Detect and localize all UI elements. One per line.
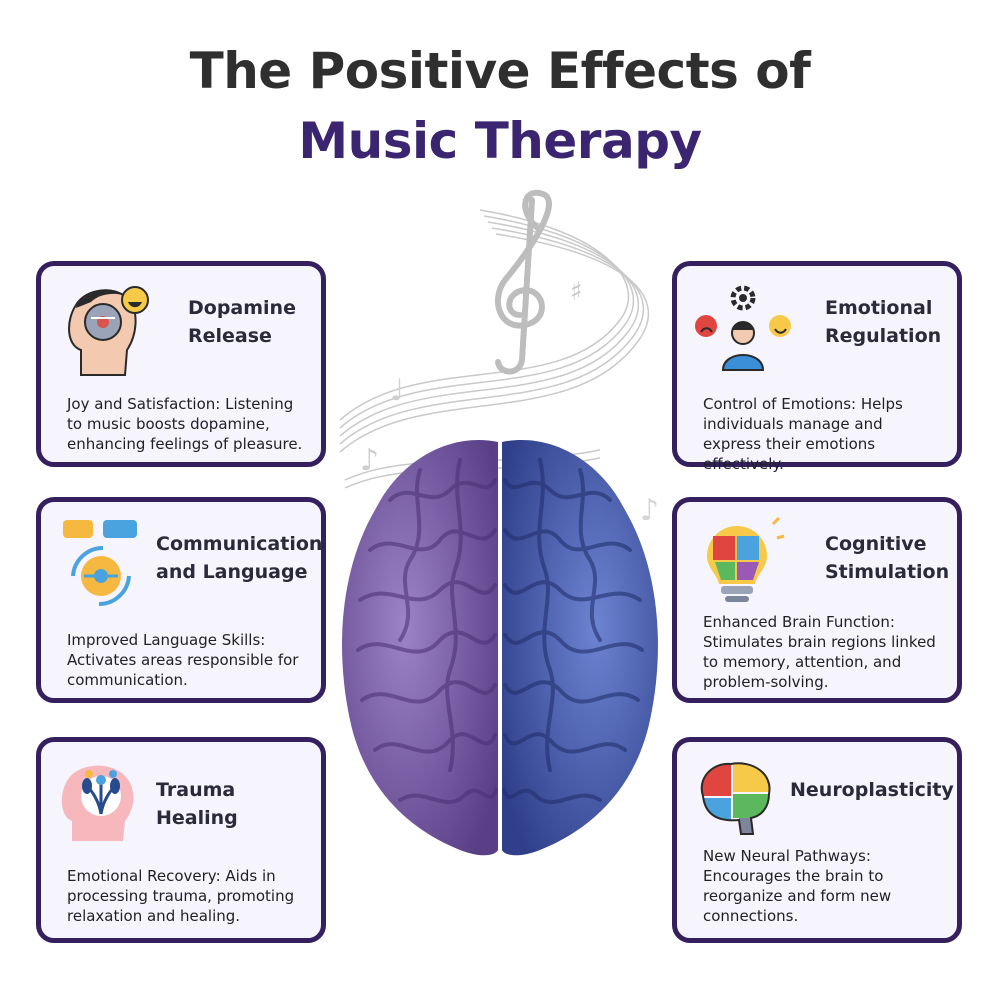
card-heading: Neuroplasticity xyxy=(790,776,954,804)
card-cognitive-stimulation: Cognitive Stimulation Enhanced Brain Fun… xyxy=(672,497,962,703)
heading-line: and Language xyxy=(156,561,308,583)
note-icon: ♩ xyxy=(390,373,404,408)
card-heading: Communication and Language xyxy=(156,530,322,586)
puzzle-bulb-icon xyxy=(707,516,785,602)
card-heading: Emotional Regulation xyxy=(825,294,941,350)
heading-line: Stimulation xyxy=(825,561,950,583)
card-trauma-healing: Trauma Healing Emotional Recovery: Aids … xyxy=(36,737,326,943)
card-description: Joy and Satisfaction: Listening to music… xyxy=(67,395,303,453)
card-description: Enhanced Brain Function: Stimulates brai… xyxy=(703,613,936,691)
speech-brain-icon xyxy=(63,520,137,607)
person-emotions-icon xyxy=(695,285,791,371)
brain-illustration: ♯ ♩ ♪ ♪ xyxy=(339,189,659,856)
page-title-line-2: Music Therapy xyxy=(298,112,702,170)
heading-line: Trauma Healing xyxy=(156,779,238,829)
card-heading: Dopamine Release xyxy=(188,294,296,350)
heading-line: Dopamine xyxy=(188,297,296,319)
card-emotional-regulation: Emotional Regulation Control of Emotions… xyxy=(672,261,962,473)
heading-line: Neuroplasticity xyxy=(790,779,954,801)
sharp-icon: ♯ xyxy=(570,277,583,307)
treble-clef-icon xyxy=(494,189,552,375)
card-heading: Cognitive Stimulation xyxy=(825,530,949,586)
card-description: Control of Emotions: Helps individuals m… xyxy=(703,395,903,473)
note-icon: ♪ xyxy=(360,443,379,478)
card-description: New Neural Pathways: Encourages the brai… xyxy=(703,847,892,925)
heading-line: Cognitive xyxy=(825,533,927,555)
puzzle-brain-icon xyxy=(700,762,771,835)
heading-line: Communication xyxy=(156,533,323,555)
card-description: Emotional Recovery: Aids in processing t… xyxy=(67,867,295,925)
flower-head-icon xyxy=(61,765,134,841)
card-communication-language: Communication and Language Improved Lang… xyxy=(36,497,326,703)
page-title-line-1: The Positive Effects of xyxy=(189,42,811,100)
card-description: Improved Language Skills: Activates area… xyxy=(67,631,299,689)
heading-line: Release xyxy=(188,325,272,347)
card-neuroplasticity: Neuroplasticity New Neural Pathways: Enc… xyxy=(672,737,962,943)
heading-line: Emotional xyxy=(825,297,933,319)
note-icon: ♪ xyxy=(640,493,659,528)
head-emoji-icon xyxy=(68,286,149,376)
heading-line: Regulation xyxy=(825,325,942,347)
card-dopamine-release: Dopamine Release Joy and Satisfaction: L… xyxy=(36,261,326,467)
card-heading: Trauma Healing xyxy=(156,776,321,832)
